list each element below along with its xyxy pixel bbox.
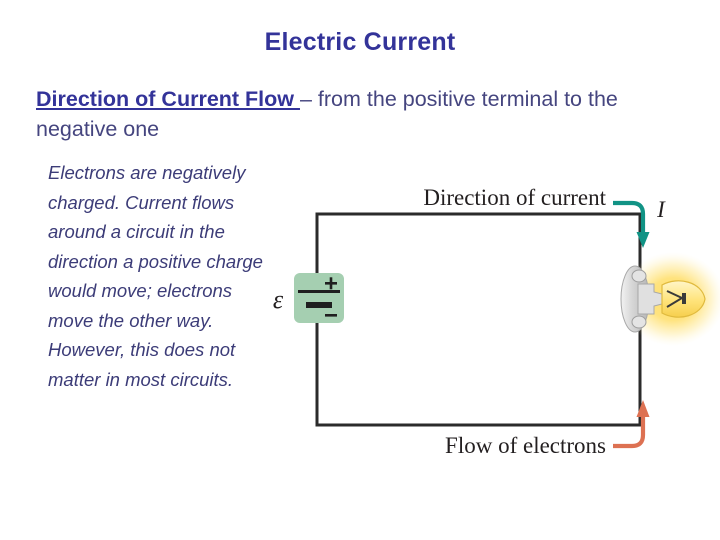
battery-plus-icon [325, 277, 337, 290]
electron-flow-label: Flow of electrons [445, 433, 606, 458]
heading-paragraph: Direction of Current Flow – from the pos… [36, 84, 676, 144]
battery-component [294, 273, 344, 323]
body-paragraph: Electrons are negatively charged. Curren… [48, 162, 263, 390]
battery-minus-icon [325, 314, 337, 317]
bulb-filament-post [682, 293, 686, 304]
current-symbol-label: I [656, 197, 666, 222]
current-direction-arrow [613, 200, 650, 248]
heading-emphasis: Direction of Current Flow [36, 87, 300, 111]
current-direction-label: Direction of current [423, 185, 606, 210]
battery-short-plate [306, 302, 332, 308]
light-bulb-component [620, 252, 720, 346]
circuit-wire-loop [315, 212, 642, 427]
socket-screw-bottom [631, 315, 647, 329]
socket-screw-top [631, 269, 647, 283]
page-title: Electric Current [264, 28, 456, 56]
battery-long-plate [298, 290, 340, 293]
heading-remainder: – from the positive terminal to the nega… [36, 87, 618, 141]
electron-flow-arrow [613, 400, 650, 449]
circuit-figure: ε Direction of current [258, 172, 720, 472]
emf-symbol-label: ε [273, 285, 284, 314]
wire-rectangle [315, 212, 642, 427]
